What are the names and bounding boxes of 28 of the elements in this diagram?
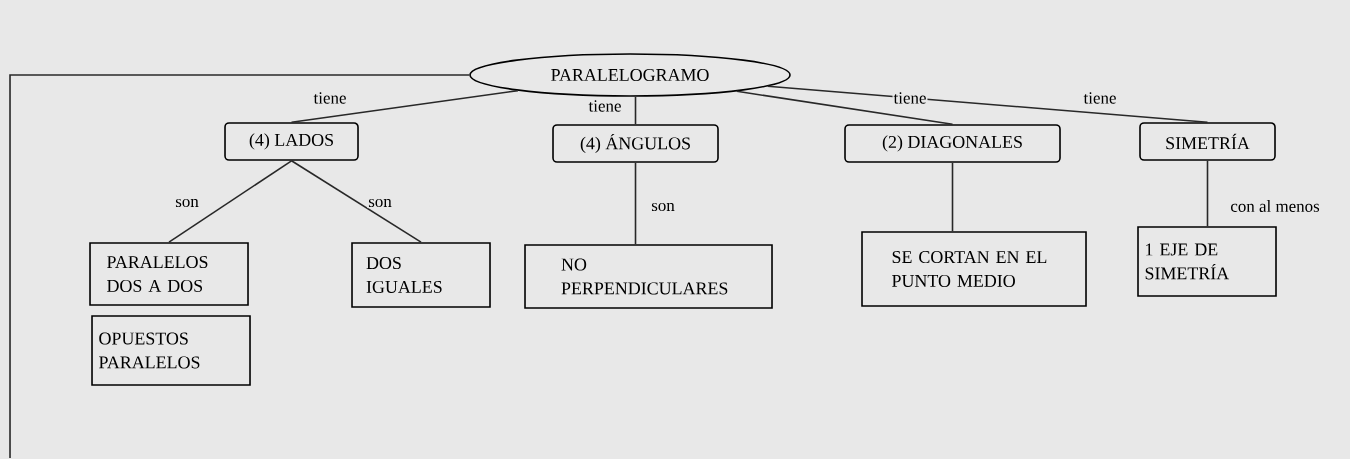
concept-box: 1 EJE DE SIMETRÍA (1137, 226, 1277, 297)
edge-label: son (174, 197, 200, 209)
concept-box: PARALELOS DOS A DOS (89, 242, 249, 306)
edge-label: tiene (1082, 91, 1118, 105)
concept-box: SIMETRÍA (1139, 122, 1276, 161)
concept-box: (2) DIAGONALES (844, 124, 1061, 163)
edge-label: tiene (892, 91, 928, 105)
edge-label: tiene (587, 99, 623, 113)
edge-label: con al menos (1229, 199, 1321, 213)
connector-line (168, 160, 293, 243)
concept-box: OPUESTOS PARALELOS (91, 315, 251, 386)
concept-box: (4) LADOS (224, 122, 359, 161)
concept-box: SE CORTAN EN EL PUNTO MEDIO (861, 231, 1087, 307)
concept-box: DOS IGUALES (351, 242, 491, 308)
connector-line (736, 90, 954, 125)
connector-line (290, 160, 422, 243)
edge-label: tiene (312, 91, 348, 105)
connector-line (634, 162, 637, 245)
concept-box: NO PERPENDICULARES (524, 244, 773, 309)
concept-box: (4) ÁNGULOS (552, 124, 719, 163)
edge-label: son (650, 201, 676, 213)
connector-line (9, 74, 470, 459)
connector-line (766, 85, 1209, 123)
connector-line (951, 162, 954, 232)
connector-line (1206, 160, 1209, 227)
edge-label: son (367, 197, 393, 209)
connector-line (634, 96, 637, 125)
connector-line (290, 89, 519, 123)
